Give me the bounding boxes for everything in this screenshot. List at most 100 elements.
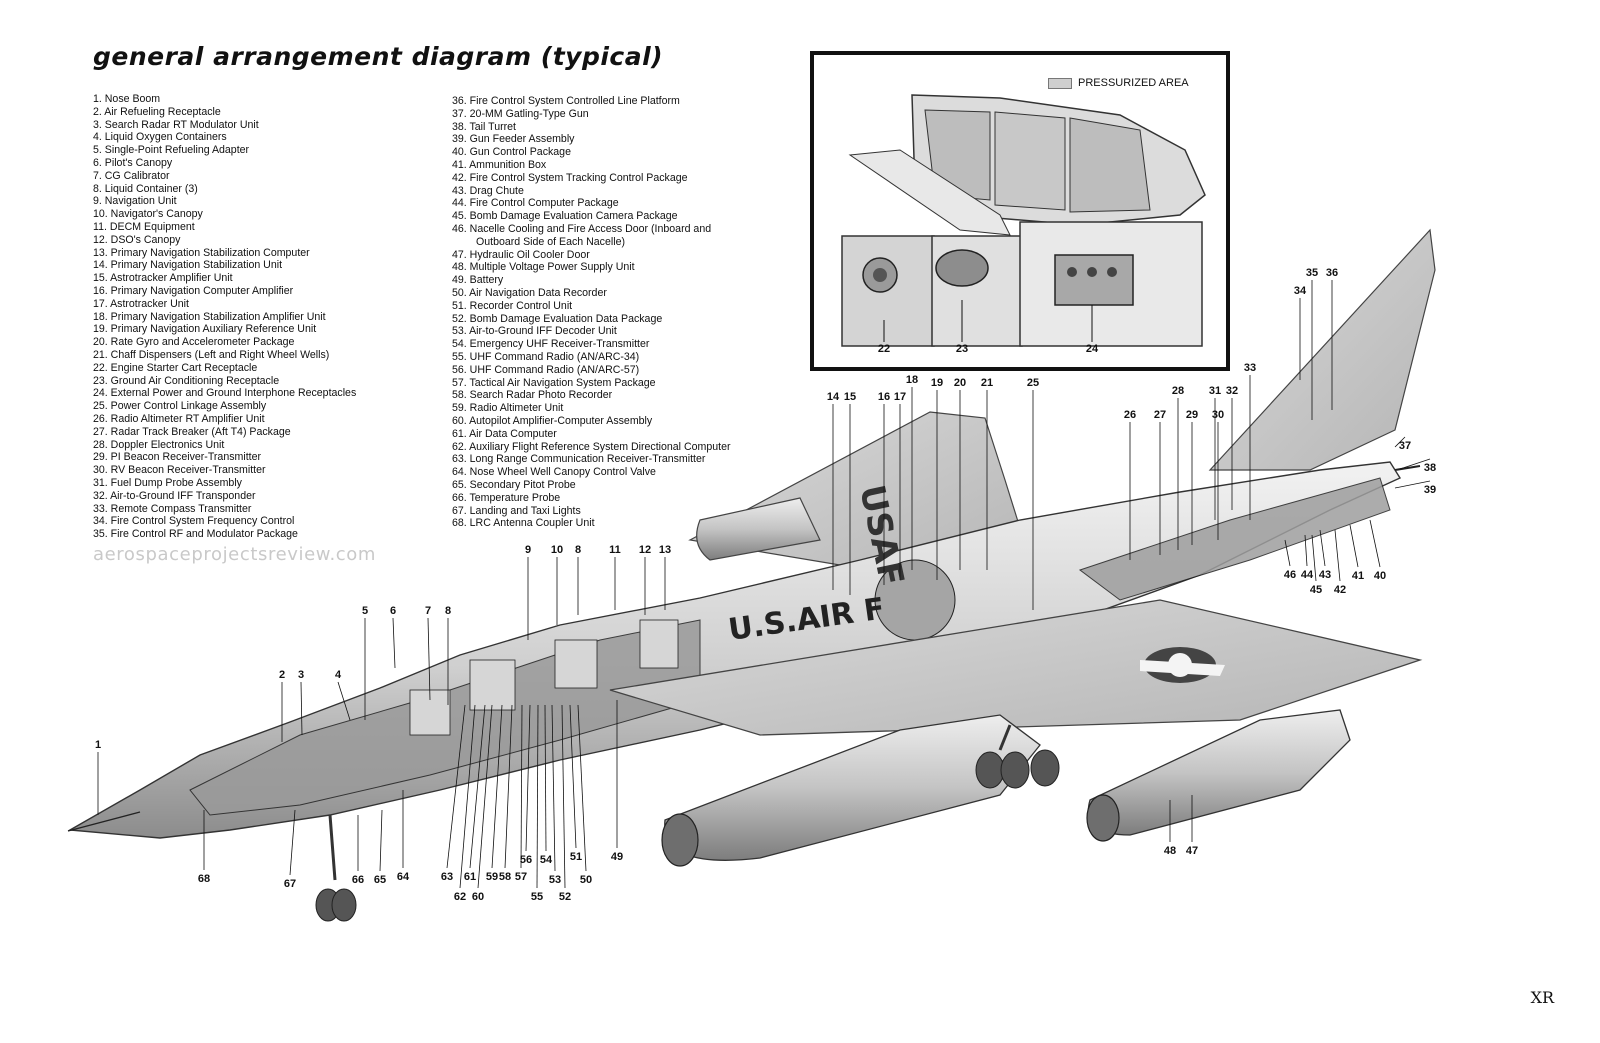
callout-number: 52 — [559, 891, 571, 903]
legend-item: 60. Autopilot Amplifier-Computer Assembl… — [452, 414, 653, 427]
far-engine-pod — [696, 497, 821, 561]
callout-number: 47 — [1186, 845, 1198, 857]
legend-item: 45. Bomb Damage Evaluation Camera Packag… — [452, 210, 678, 223]
callout-number: 14 — [827, 391, 840, 403]
callout-number: 42 — [1334, 584, 1346, 596]
callout-number: 7 — [425, 605, 431, 617]
callout-leader — [1399, 458, 1431, 470]
callout-number: 51 — [570, 851, 582, 863]
legend-item: Outboard Side of Each Nacelle) — [476, 235, 625, 248]
callout-number: 31 — [1209, 385, 1221, 397]
callout-leader — [1369, 519, 1381, 568]
legend-item: 27. Radar Track Breaker (Aft T4) Package — [93, 425, 291, 438]
callout-leader — [1349, 524, 1359, 568]
legend-item: 16. Primary Navigation Computer Amplifie… — [93, 284, 294, 297]
legend-item: 9. Navigation Unit — [93, 195, 177, 208]
legend-item: 44. Fire Control Computer Package — [452, 197, 619, 210]
callout-leader — [577, 704, 587, 872]
callout-number: 64 — [397, 871, 410, 883]
callout-number: 53 — [549, 874, 561, 886]
callout-number: 29 — [1186, 409, 1198, 421]
callout-number: 16 — [878, 391, 890, 403]
callout-leader — [569, 704, 577, 849]
legend-item: 59. Radio Altimeter Unit — [452, 402, 564, 415]
legend-item: 31. Fuel Dump Probe Assembly — [93, 476, 242, 489]
page-mark: XR — [1530, 988, 1554, 1007]
legend-item: 8. Liquid Container (3) — [93, 182, 198, 195]
callout-number: 40 — [1374, 570, 1386, 582]
callout-number: 54 — [540, 854, 553, 866]
legend-item: 67. Landing and Taxi Lights — [452, 504, 581, 517]
crew-seats — [409, 619, 679, 736]
callout-number: 34 — [1294, 285, 1307, 297]
callout-number: 50 — [580, 874, 592, 886]
legend-item: 22. Engine Starter Cart Receptacle — [93, 361, 258, 374]
legend-item: 56. UHF Command Radio (AN/ARC-57) — [452, 363, 640, 376]
legend-item: 37. 20-MM Gatling-Type Gun — [452, 107, 589, 120]
callout-number: 8 — [445, 605, 451, 617]
legend-item: 23. Ground Air Conditioning Receptacle — [93, 374, 280, 387]
legend-item: 25. Power Control Linkage Assembly — [93, 400, 267, 413]
legend-item: 28. Doppler Electronics Unit — [93, 438, 225, 451]
callout-number: 67 — [284, 878, 296, 890]
legend-item: 50. Air Navigation Data Recorder — [452, 286, 607, 299]
callout-number: 11 — [609, 544, 621, 556]
aft-cutaway — [1078, 477, 1391, 601]
diagram-title: general arrangement diagram (typical) — [93, 42, 664, 71]
left-engine-pod — [664, 714, 1041, 861]
legend-item: 32. Air-to-Ground IFF Transponder — [93, 489, 256, 502]
legend-item: 39. Gun Feeder Assembly — [452, 133, 575, 146]
legend-item: 51. Recorder Control Unit — [452, 299, 573, 312]
callout-number: 61 — [464, 871, 476, 883]
callout-number: 30 — [1212, 409, 1224, 421]
callout-leader — [1319, 529, 1326, 567]
legend-item: 26. Radio Altimeter RT Amplifier Unit — [93, 412, 265, 425]
callout-number: 46 — [1284, 569, 1296, 581]
legend-item: 43. Drag Chute — [452, 184, 524, 197]
callout-number: 57 — [515, 871, 527, 883]
pressurized-swatch — [1048, 77, 1072, 89]
callout-leader — [536, 704, 539, 889]
legend-item: 2. Air Refueling Receptacle — [93, 105, 221, 118]
callout-number: 33 — [1244, 362, 1256, 374]
legend-item: 54. Emergency UHF Receiver-Transmitter — [452, 338, 650, 351]
near-wing — [609, 599, 1423, 736]
callout-leader — [477, 704, 493, 889]
callout-number: 17 — [894, 391, 906, 403]
callout-number: 10 — [551, 544, 563, 556]
tail-gun — [1394, 465, 1421, 471]
callout-number: 8 — [575, 544, 581, 556]
callout-number: 27 — [1154, 409, 1166, 421]
legend-item: 55. UHF Command Radio (AN/ARC-34) — [452, 350, 640, 363]
legend-item: 10. Navigator's Canopy — [93, 208, 203, 221]
callout-number: 59 — [486, 871, 498, 883]
callout-leader — [1284, 539, 1291, 567]
callout-leader — [379, 809, 383, 872]
legend-item: 61. Air Data Computer — [452, 427, 557, 440]
inset-callout-number: 24 — [1086, 343, 1099, 355]
legend-item: 20. Rate Gyro and Accelerometer Package — [93, 336, 295, 349]
legend-item: 5. Single-Point Refueling Adapter — [93, 144, 250, 157]
legend-item: 14. Primary Navigation Stabilization Uni… — [93, 259, 283, 272]
callout-number: 65 — [374, 874, 386, 886]
callout-number: 48 — [1164, 845, 1176, 857]
callout-number: 37 — [1399, 440, 1411, 452]
callout-leader — [1394, 436, 1406, 448]
callout-number: 49 — [611, 851, 623, 863]
callout-number: 5 — [362, 605, 368, 617]
callout-leader — [1394, 480, 1431, 489]
callout-number: 21 — [981, 377, 993, 389]
callout-number: 13 — [659, 544, 671, 556]
legend-item: 35. Fire Control RF and Modulator Packag… — [93, 528, 298, 541]
legend-item: 49. Battery — [452, 274, 504, 287]
callout-number: 39 — [1424, 484, 1436, 496]
legend-item: 1. Nose Boom — [93, 93, 161, 105]
legend-item: 57. Tactical Air Navigation System Packa… — [452, 376, 656, 389]
callout-leader — [491, 704, 503, 869]
callout-number: 68 — [198, 873, 210, 885]
